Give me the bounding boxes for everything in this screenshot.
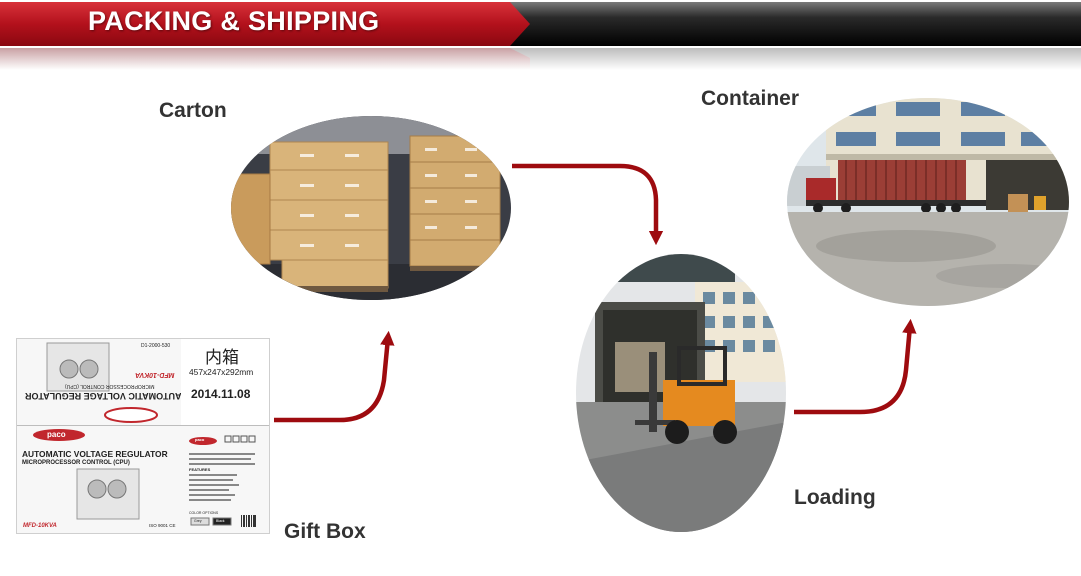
inner-carton-panel: 内箱 457x247x292mm 2014.11.08 [181, 339, 269, 425]
banner-graphic [0, 2, 1081, 70]
gift-box-code: D1-2000-530 [141, 343, 171, 349]
gift-box-product-subtitle: MICROPROCESSOR CONTROL (CPU) [22, 460, 130, 466]
gift-box-top-art [46, 342, 158, 423]
gift-box-color-black: Black [216, 519, 225, 523]
container-photo [787, 98, 1069, 306]
gift-box-color-grey: Grey [194, 519, 202, 523]
loading-label: Loading [794, 486, 876, 509]
section-banner: PACKING & SHIPPING [0, 0, 1081, 70]
gift-box-features-heading: FEATURES [189, 467, 211, 472]
gift-box-bottom-art [33, 429, 256, 527]
gift-box-bottom-panel: paco paco AUTOMATIC VOLTAGE REGULATOR MI… [17, 427, 269, 533]
gift-box-model: MFD-10KVA [23, 523, 57, 529]
gift-box-label: Gift Box [284, 520, 366, 543]
container-label: Container [701, 87, 800, 110]
gift-box-image: D1-2000-530 AUTOMATIC VOLTAGE REGULATOR … [16, 338, 270, 534]
loading-photo [576, 254, 786, 532]
carton-label: Carton [159, 99, 227, 122]
gift-box-top-panel: D1-2000-530 AUTOMATIC VOLTAGE REGULATOR … [17, 339, 269, 426]
carton-photo [231, 116, 511, 300]
gift-box-cert: ISO 9001 CE [149, 523, 176, 528]
inner-carton-cn-label: 内箱 [205, 348, 239, 368]
page-title: PACKING & SHIPPING [88, 6, 380, 36]
arrow-giftbox-to-carton [274, 330, 395, 423]
arrow-carton-to-loading [512, 163, 664, 246]
arrow-loading-to-container [794, 318, 917, 415]
gift-box-brand-small: paco [195, 437, 205, 442]
inner-carton-dimensions: 457x247x292mm [189, 367, 254, 377]
gift-box-brand-logo: paco [47, 430, 66, 439]
inner-carton-date: 2014.11.08 [191, 387, 251, 401]
gift-box-color-options: COLOR OPTIONS [189, 511, 219, 515]
gift-box-product-title: AUTOMATIC VOLTAGE REGULATOR [22, 449, 168, 459]
